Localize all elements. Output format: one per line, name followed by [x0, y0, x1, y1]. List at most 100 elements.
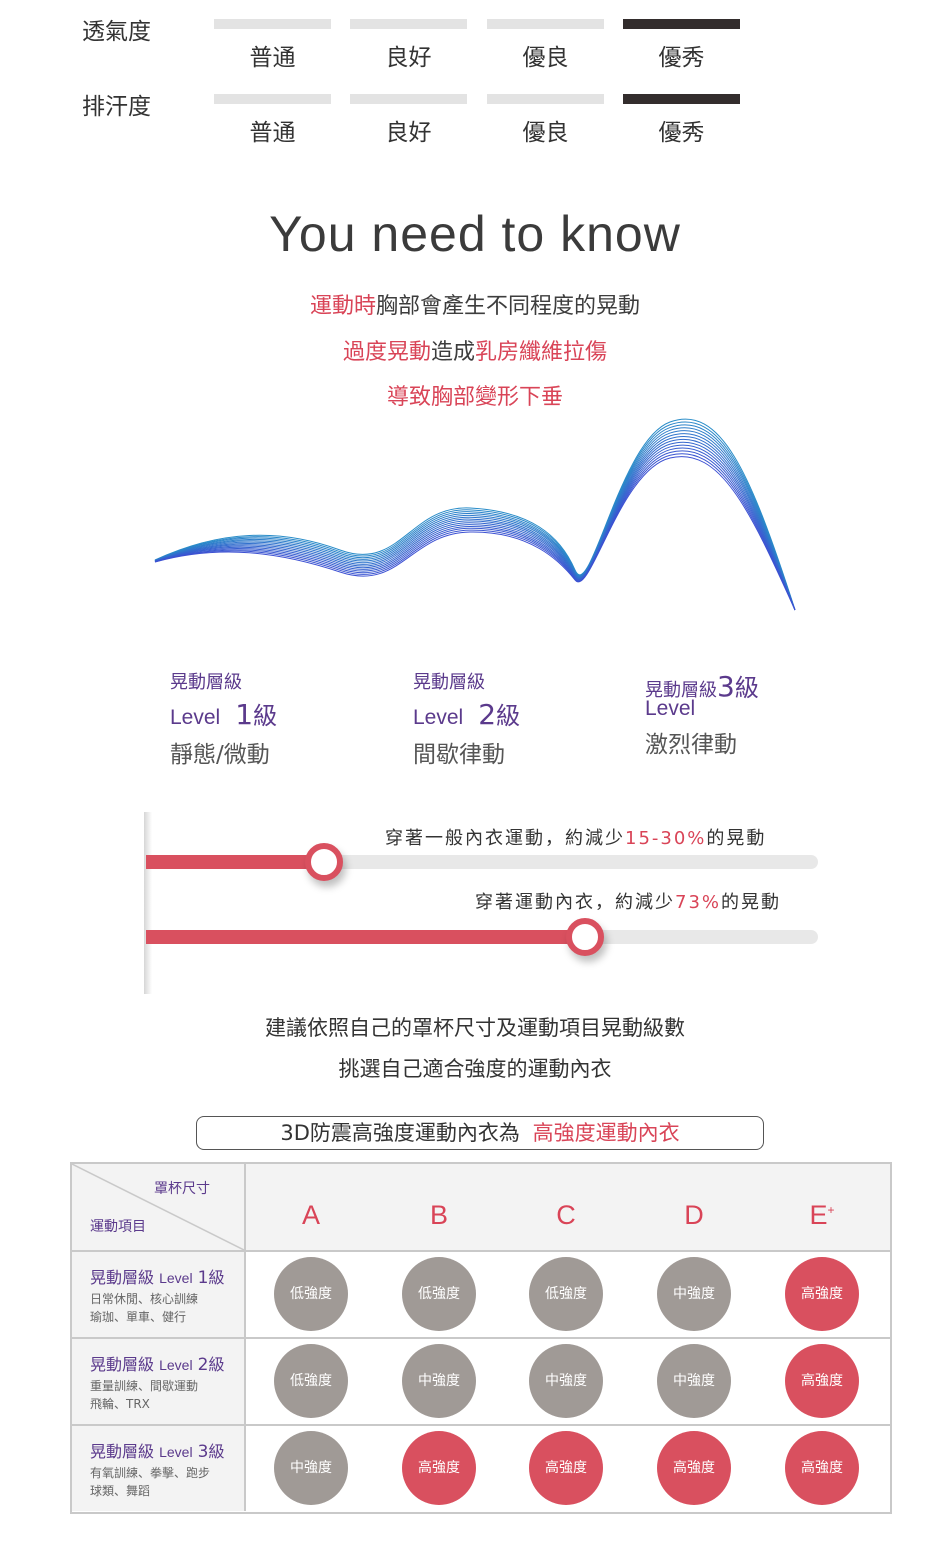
wave-line — [154, 427, 796, 611]
intensity-badge: 低強度 — [402, 1257, 476, 1331]
wave-line — [154, 424, 796, 611]
row-sub-2: 飛輪、TRX — [90, 1397, 150, 1411]
wave-line — [154, 456, 796, 611]
level-number: 2 — [478, 698, 497, 731]
level-prefix: Level — [413, 706, 464, 729]
corner-diagonal — [72, 1164, 244, 1250]
intensity-badge: 中強度 — [402, 1344, 476, 1418]
intensity-badge: 高強度 — [785, 1257, 859, 1331]
level-prefix: Level — [170, 706, 221, 729]
intensity-badge: 高強度 — [785, 1344, 859, 1418]
rating-label: 排汗度 — [82, 94, 151, 120]
rating-bar — [214, 19, 331, 29]
wave-line — [154, 450, 796, 611]
reduction-label-2: 穿著運動內衣，約減少73%的晃動 — [475, 888, 781, 914]
wave-line — [154, 436, 796, 611]
reduction-text: 穿著一般內衣運動，約減少 — [385, 828, 625, 849]
level-prefix: Level — [645, 697, 696, 720]
intensity-table: 罩杯尺寸 運動項目 A B C D E+ 晃動層級 Level 1級日常休閒、核… — [70, 1162, 892, 1514]
size-sup: + — [827, 1203, 835, 1217]
rating-level: 普通 — [249, 45, 296, 71]
rating-bar-selected — [623, 19, 740, 29]
wave-line — [154, 421, 796, 611]
wave-line — [154, 444, 796, 611]
wave-line — [154, 441, 796, 611]
size-label: A — [301, 1200, 320, 1230]
row-title: 晃動層級 Level 2級 — [90, 1351, 225, 1375]
corner-top-label: 罩杯尺寸 — [154, 1181, 210, 1197]
level-name-row: 晃動層級3級 — [645, 668, 759, 703]
reduction-text: 穿著運動內衣，約減少 — [475, 892, 675, 913]
table-row-header: 晃動層級 Level 2級重量訓練、間歇運動飛輪、TRX — [72, 1339, 246, 1424]
intensity-badge: 中強度 — [657, 1344, 731, 1418]
table-row-divider — [72, 1337, 890, 1339]
rating-bar — [487, 94, 604, 104]
intro-highlight: 運動時 — [309, 294, 376, 319]
intro-highlight: 過度晃動 — [342, 340, 431, 365]
row-title-text: 晃動層級 — [90, 1355, 155, 1374]
advice-line-2: 挑選自己適合強度的運動內衣 — [338, 1057, 612, 1081]
reduction-value: 73% — [675, 892, 722, 913]
table-row-header: 晃動層級 Level 3級有氧訓練、拳擊、跑步球類、舞蹈 — [72, 1426, 246, 1511]
intro-text: 胸部會產生不同程度的晃動 — [376, 294, 641, 319]
reduction-text: 的晃動 — [721, 892, 782, 913]
rating-level: 優良 — [522, 120, 569, 146]
row-level-unit: 級 — [208, 1355, 225, 1374]
row-level-number: 1 — [197, 1268, 209, 1288]
pill-highlight: 高強度運動內衣 — [532, 1121, 680, 1145]
level-number: 3 — [717, 670, 735, 703]
rating-bar — [487, 19, 604, 29]
level-value: Level — [645, 697, 759, 721]
row-level-number: 2 — [197, 1355, 209, 1375]
wave-line — [154, 430, 796, 611]
level-3-block: 晃動層級3級 Level 激烈律動 — [645, 668, 759, 759]
rating-bar — [350, 94, 467, 104]
intro-text: 造成 — [430, 340, 475, 365]
reduction-value: 15-30% — [625, 828, 707, 849]
size-label: B — [429, 1200, 448, 1230]
size-label: C — [556, 1200, 576, 1230]
size-label: D — [684, 1200, 704, 1230]
intro-highlight: 乳房纖維拉傷 — [475, 340, 608, 365]
level-name: 晃動層級 — [645, 680, 717, 701]
intro-line-1: 運動時胸部會產生不同程度的晃動 — [0, 288, 950, 320]
intensity-badge: 高強度 — [657, 1431, 731, 1505]
product-intensity-pill: 3D防震高強度運動內衣為 高強度運動內衣 — [196, 1116, 764, 1150]
reduction-label-1: 穿著一般內衣運動，約減少15-30%的晃動 — [385, 824, 766, 850]
advice-line-1: 建議依照自己的罩杯尺寸及運動項目晃動級數 — [265, 1016, 685, 1040]
reduction-fill — [146, 855, 324, 869]
level-name: 晃動層級 — [413, 672, 485, 693]
level-2-block: 晃動層級 Level 2級 間歇律動 — [413, 668, 520, 769]
row-level-prefix: Level — [159, 1270, 193, 1286]
level-value: Level 1級 — [170, 696, 277, 731]
level-desc: 激烈律動 — [645, 732, 737, 758]
row-sub-1: 日常休閒、核心訓練 — [90, 1292, 199, 1306]
rating-level: 優秀 — [658, 45, 705, 71]
table-corner-cell: 罩杯尺寸 運動項目 — [72, 1164, 246, 1252]
level-number: 1 — [235, 698, 254, 731]
size-label-e: E+ — [792, 1200, 852, 1231]
reduction-text: 的晃動 — [706, 828, 767, 849]
intensity-badge: 低強度 — [274, 1344, 348, 1418]
table-size-header: A B C D E+ — [246, 1164, 890, 1252]
row-level-unit: 級 — [208, 1442, 225, 1461]
table-row-header: 晃動層級 Level 1級日常休閒、核心訓練瑜珈、單車、健行 — [72, 1252, 246, 1337]
wave-line — [154, 439, 796, 611]
corner-bottom-label: 運動項目 — [90, 1219, 146, 1235]
wave-line — [154, 453, 796, 611]
row-title-text: 晃動層級 — [90, 1268, 155, 1287]
intro-highlight: 導致胸部變形下垂 — [386, 385, 563, 410]
level-desc: 靜態/微動 — [170, 742, 270, 768]
rating-bar-selected — [623, 94, 740, 104]
level-unit: 級 — [253, 703, 278, 730]
level-value: Level 2級 — [413, 696, 520, 731]
row-level-prefix: Level — [159, 1357, 193, 1373]
motion-wave-illustration — [154, 418, 796, 611]
row-sub-2: 球類、舞蹈 — [90, 1484, 151, 1498]
rating-level: 良好 — [385, 45, 432, 71]
rating-level: 優秀 — [658, 120, 705, 146]
row-level-unit: 級 — [208, 1268, 225, 1287]
intensity-badge: 低強度 — [274, 1257, 348, 1331]
pill-text: 3D防震高強度運動內衣為 — [280, 1121, 520, 1145]
intensity-badge: 中強度 — [657, 1257, 731, 1331]
